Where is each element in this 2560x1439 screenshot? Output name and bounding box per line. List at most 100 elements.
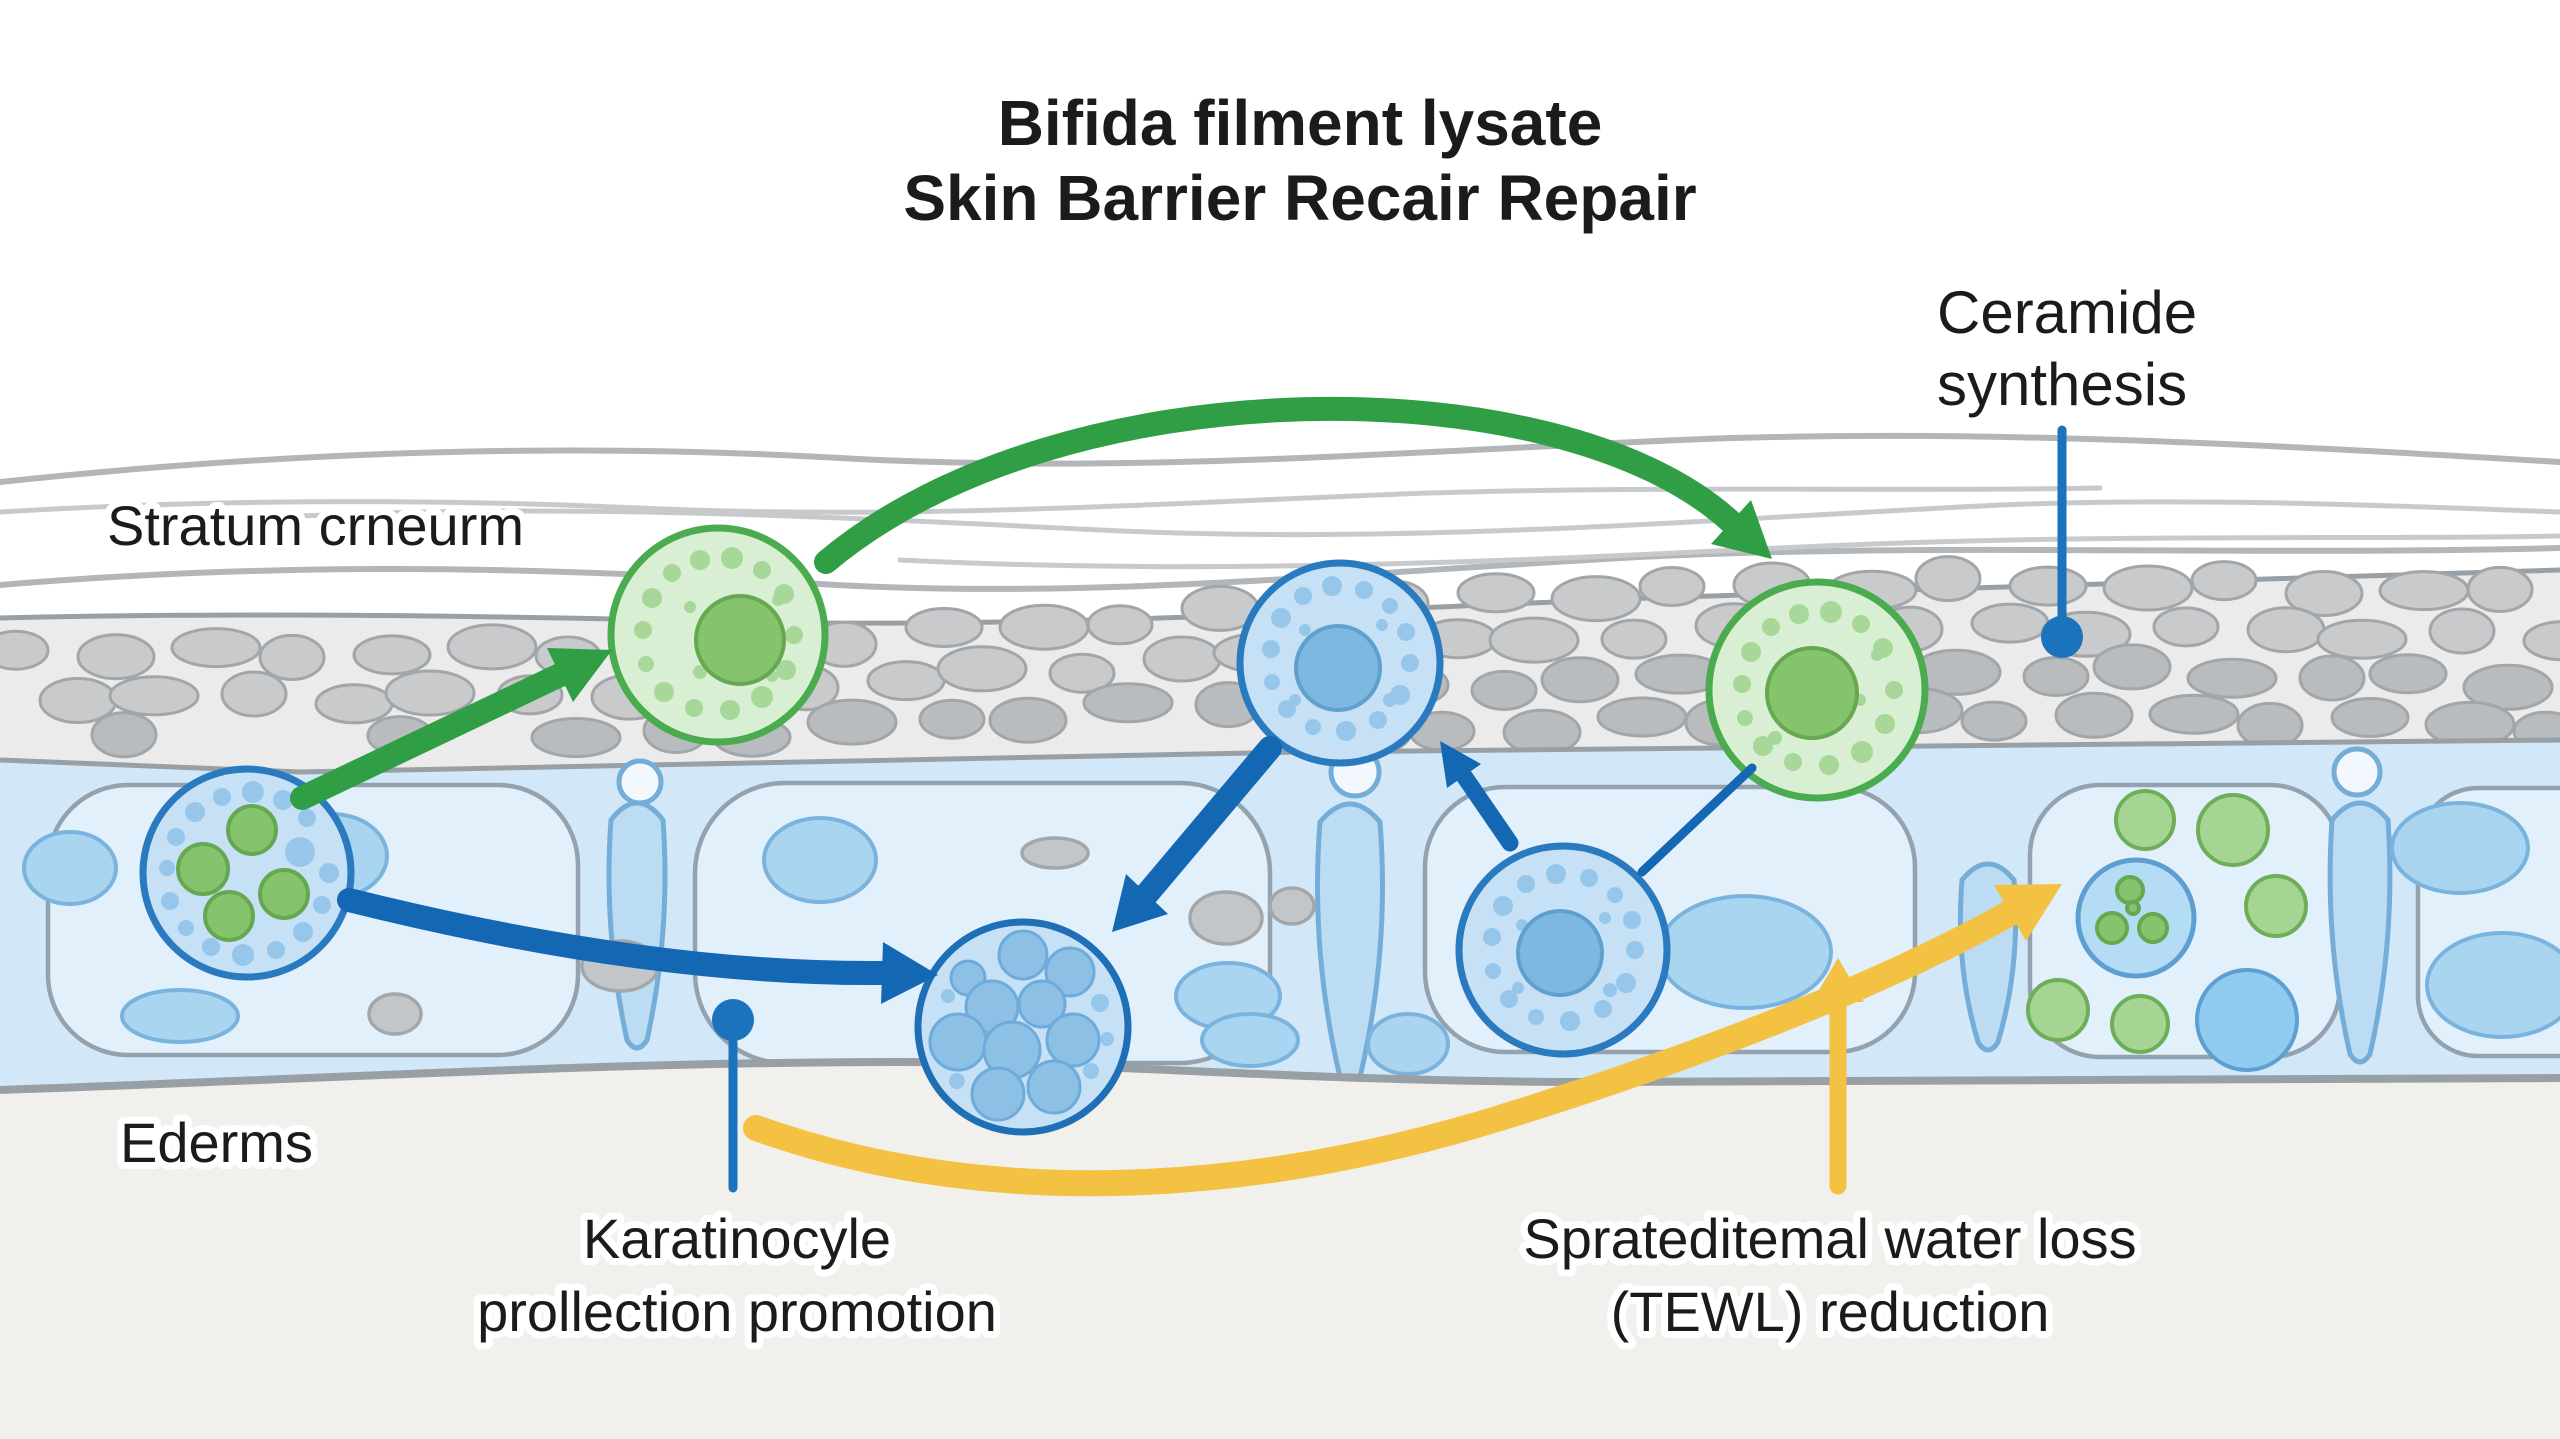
organelle-blue xyxy=(1657,894,1833,1010)
corneocyte-pebble xyxy=(2054,691,2134,739)
corneocyte-pebble xyxy=(2330,697,2410,738)
vesicle-blue xyxy=(2195,968,2299,1072)
corneocyte-pebble xyxy=(2102,564,2194,612)
corneocyte-pebble xyxy=(1488,616,1580,664)
organelle-gray xyxy=(1020,836,1090,870)
organelle-blue xyxy=(762,816,878,904)
tewl-label-line-1: Sprateditemal water loss xyxy=(1523,1207,2136,1270)
corneocyte-pebble xyxy=(0,629,50,671)
corneocyte-pebble xyxy=(866,660,946,702)
duct-vesicle xyxy=(616,758,664,806)
granule xyxy=(2125,900,2141,916)
corneocyte-pebble xyxy=(2522,620,2560,662)
corneocyte-pebble xyxy=(2298,654,2366,702)
blue-up-arrow xyxy=(1440,741,1519,852)
blue-connector-line xyxy=(1637,763,1757,877)
ceramide-granule xyxy=(2196,793,2270,867)
green-granule xyxy=(203,890,255,942)
label-ceramide-synthesis: Ceramide synthesis xyxy=(1930,272,2204,425)
blue-down-arrow xyxy=(1112,736,1282,932)
ceramide-granule xyxy=(2114,789,2176,851)
arrows xyxy=(290,396,2062,1197)
nucleus xyxy=(1516,909,1604,997)
ceramide-granule xyxy=(2026,978,2090,1042)
arrowhead xyxy=(1812,958,1864,1002)
corneocyte-pebble xyxy=(314,683,394,725)
corneocyte-pebble xyxy=(1550,575,1642,623)
corneocyte-green-right xyxy=(1705,578,1929,802)
corneocyte-pebble xyxy=(2022,656,2090,697)
corneocyte-pebble xyxy=(90,711,158,759)
organelle-gray xyxy=(367,992,423,1036)
nucleus xyxy=(1765,646,1859,740)
title-line-1: Bifida filment lysate xyxy=(998,87,1603,159)
corneocyte-pebble xyxy=(904,607,984,648)
organelle-blue xyxy=(22,830,118,906)
corneocyte-pebble xyxy=(258,633,326,681)
corneocyte-pebble xyxy=(1540,656,1620,704)
dermis-layer xyxy=(0,1057,2560,1439)
keratinocyte-callout-pin xyxy=(712,999,754,1193)
wavy-line xyxy=(897,533,2560,570)
corneocyte-pebble xyxy=(2246,606,2326,654)
tewl-label-line-2: (TEWL) reduction xyxy=(1611,1280,2050,1343)
dermis-boundary xyxy=(0,1057,2560,1094)
organelle-blue xyxy=(1200,1012,1300,1068)
corneocyte-pebble xyxy=(2316,618,2408,660)
corneocyte-pebble xyxy=(918,698,986,740)
ceramide-granule xyxy=(2244,874,2308,938)
corneocyte-pebble xyxy=(76,633,156,681)
wavy-line xyxy=(0,545,2560,592)
corneocyte-pebble xyxy=(1960,700,2028,742)
organelle-blue xyxy=(1366,1012,1450,1076)
green-surface-migration-arc-arrow xyxy=(814,396,1772,574)
corneocyte-pebble xyxy=(170,627,262,669)
corneocyte-pebble xyxy=(998,603,1090,651)
corneocyte-pebble xyxy=(384,669,476,717)
wavy-line xyxy=(0,485,2103,515)
label-epidermis: Ederms xyxy=(120,1111,313,1174)
blue-proliferation-arrow xyxy=(337,888,938,1004)
green-granule xyxy=(258,868,310,920)
corneocyte-pebble xyxy=(2284,570,2364,617)
stratum-corneum-surface-layer xyxy=(0,432,2560,592)
label-stratum-corneum: Stratum crneurm xyxy=(107,494,524,557)
organelle-blue xyxy=(2390,801,2530,895)
organelle-blue xyxy=(2425,931,2560,1039)
ceramide-label-line-1: Ceramide xyxy=(1937,279,2197,346)
corneocyte-pebble xyxy=(2008,565,2088,607)
yellow-tewl-up-arrow xyxy=(1812,958,1864,1195)
arrowhead xyxy=(547,648,612,702)
keratinocyte-label-line-1: Karatinocyle xyxy=(583,1207,891,1270)
corneocyte-pebble xyxy=(2148,693,2240,735)
stem-cell-blue-left xyxy=(139,765,355,981)
organelle-gray xyxy=(1268,886,1316,926)
keratinocyte-blue-dotted xyxy=(1455,842,1671,1058)
corneocyte-pebble xyxy=(988,696,1068,744)
corneocyte-green-left xyxy=(607,524,829,746)
corneocyte-pebble xyxy=(936,645,1028,693)
corneocyte-pebble xyxy=(1048,652,1116,694)
title-line-2: Skin Barrier Recair Repair xyxy=(903,162,1696,234)
corneocyte-pebble xyxy=(1970,602,2050,644)
corneocyte-pebble xyxy=(1914,555,1982,603)
green-granule xyxy=(176,842,230,896)
ceramide-granule xyxy=(2110,994,2170,1054)
arrowhead xyxy=(881,942,938,1004)
arrowhead xyxy=(1994,884,2062,941)
yellow-tewl-curve-arrow xyxy=(743,884,2062,1197)
ceramide-granule-cluster xyxy=(2026,789,2308,1072)
corneocyte-pebble xyxy=(1086,604,1154,646)
corneocyte-pebble xyxy=(220,670,288,718)
corneocyte-pebble xyxy=(2466,565,2534,613)
corneocyte-pebble xyxy=(1596,696,1688,738)
callout-pin-dot xyxy=(2041,616,2083,658)
corneocyte-pebble xyxy=(2428,607,2496,655)
granule xyxy=(2115,875,2145,905)
green-granule xyxy=(226,804,278,856)
organelle-gray xyxy=(1188,890,1264,946)
duct-vesicle xyxy=(2331,746,2383,798)
wavy-line xyxy=(0,432,2560,485)
organelle-blue xyxy=(120,988,240,1044)
corneocyte-pebble xyxy=(2368,653,2448,695)
